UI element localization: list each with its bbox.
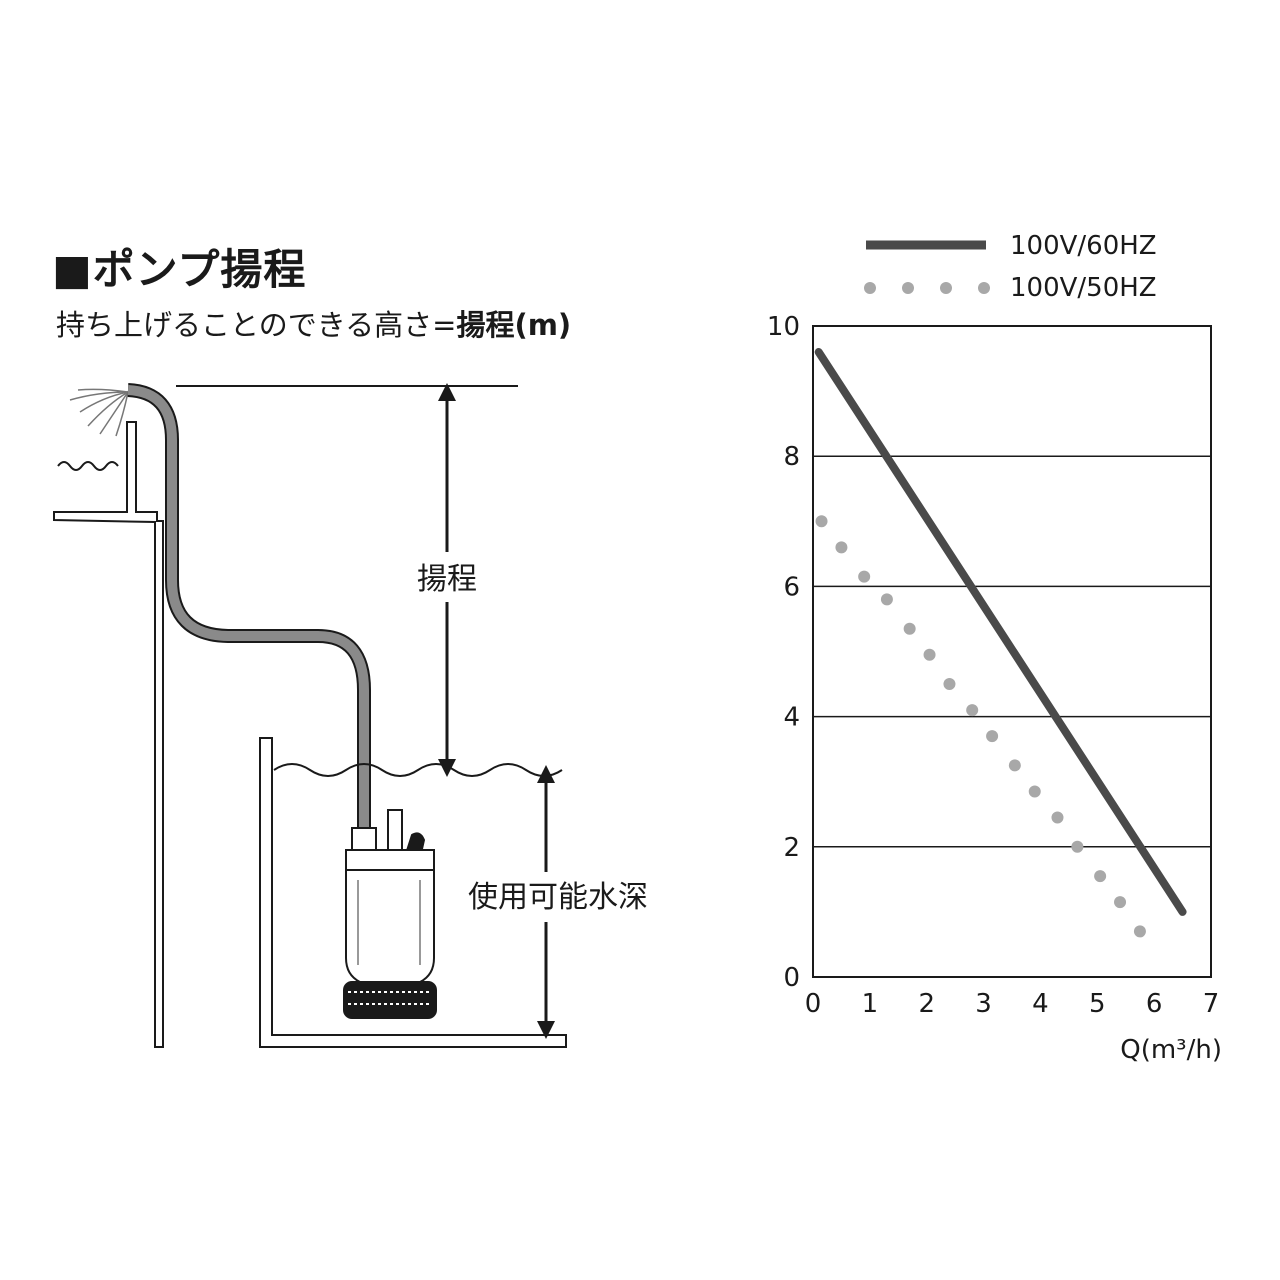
lower-water-wave [273, 763, 563, 777]
series-point-50hz [1114, 896, 1127, 909]
lower-tank [259, 737, 567, 1048]
x-tick-labels: 0 1 2 3 4 5 6 7 [805, 989, 1220, 1019]
head-label: 揚程 [417, 562, 477, 597]
x-tick-label: 0 [805, 989, 822, 1019]
pump-curve-chart: 0 2 4 6 8 10 0 1 2 3 4 5 6 7 Q(m³/h) 100V/60HZ 100V/… [767, 231, 1222, 1065]
x-tick-label: 4 [1032, 989, 1049, 1019]
spray-icon [69, 388, 129, 437]
upper-water-wave [57, 461, 119, 471]
series-point-50hz [966, 704, 979, 717]
legend-label-60hz: 100V/60HZ [1010, 231, 1157, 261]
y-tick-label: 2 [783, 833, 800, 863]
chart-series [814, 348, 1187, 938]
series-point-50hz [986, 730, 999, 743]
series-line-60hz [814, 348, 1187, 916]
x-tick-label: 7 [1203, 989, 1220, 1019]
series-point-50hz [858, 570, 871, 583]
subtitle-text: 持ち上げることのできる高さ= [56, 308, 457, 342]
y-tick-label: 0 [783, 963, 800, 993]
legend-label-50hz: 100V/50HZ [1010, 273, 1157, 303]
legend-swatch-50hz [864, 282, 990, 294]
upper-tank [53, 421, 164, 1048]
subtitle-bold: 揚程(m) [456, 308, 572, 342]
x-tick-label: 1 [862, 989, 879, 1019]
series-point-50hz [1028, 785, 1041, 798]
x-axis-label: Q(m³/h) [1120, 1035, 1222, 1065]
y-tick-labels: 0 2 4 6 8 10 [767, 312, 800, 993]
y-tick-label: 8 [783, 442, 800, 472]
series-point-50hz [880, 593, 893, 606]
series-point-50hz [815, 515, 828, 528]
series-point-50hz [1133, 925, 1146, 938]
series-point-50hz [835, 541, 848, 554]
page-title: ■ポンプ揚程 [52, 245, 307, 294]
depth-label: 使用可能水深 [468, 880, 648, 915]
y-tick-label: 6 [783, 572, 800, 602]
page-subtitle: 持ち上げることのできる高さ=揚程(m) [56, 302, 571, 344]
plot-frame [812, 325, 1212, 978]
series-point-50hz [1051, 811, 1064, 824]
y-tick-label: 10 [767, 312, 800, 342]
y-tick-label: 4 [783, 703, 800, 733]
series-point-50hz [943, 678, 956, 691]
series-point-50hz [1071, 840, 1084, 853]
series-point-50hz [1094, 870, 1107, 883]
series-point-50hz [903, 622, 916, 635]
pump-icon [343, 809, 437, 1019]
pump-diagram: 揚程 使用可能水深 [53, 383, 668, 1048]
chart-grid [813, 455, 1211, 848]
series-point-50hz [923, 648, 936, 661]
chart-legend: 100V/60HZ 100V/50HZ [864, 231, 1157, 303]
x-tick-label: 3 [975, 989, 992, 1019]
series-point-50hz [1008, 759, 1021, 772]
x-tick-label: 5 [1089, 989, 1106, 1019]
x-tick-label: 2 [918, 989, 935, 1019]
x-tick-label: 6 [1146, 989, 1163, 1019]
